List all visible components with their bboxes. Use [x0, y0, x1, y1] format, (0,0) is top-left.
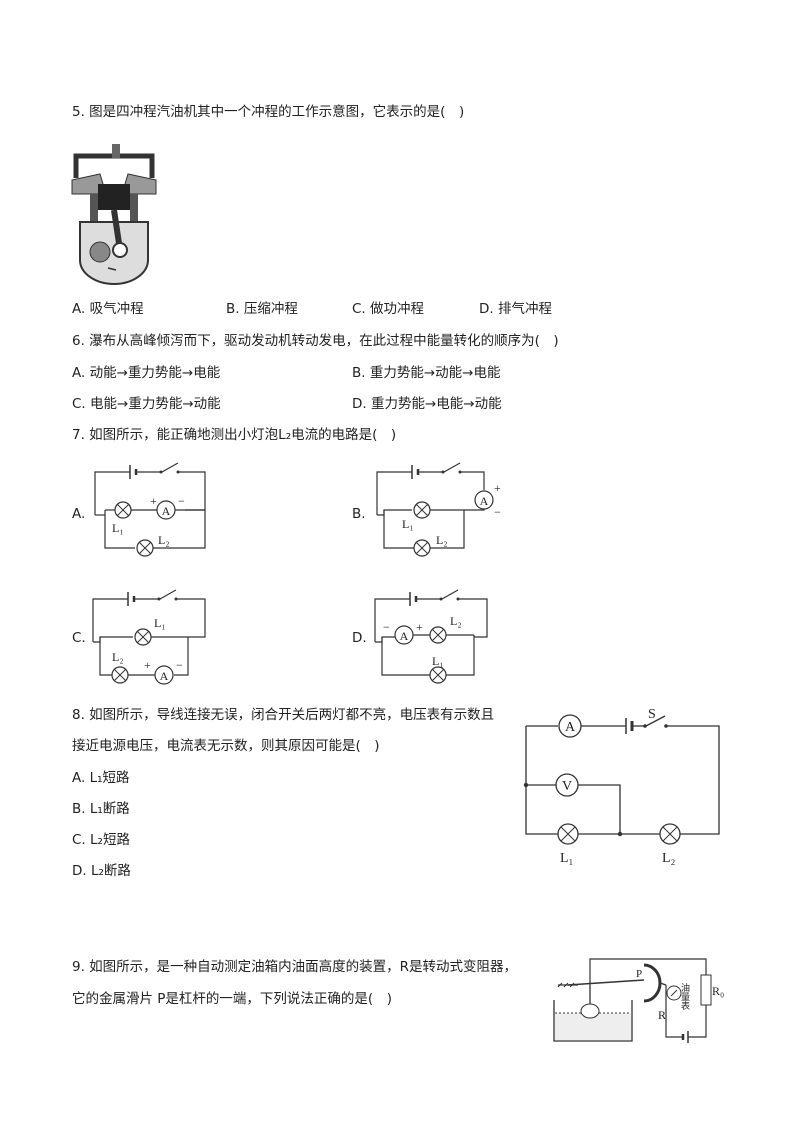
q7-option-b[interactable]: B. — [352, 506, 366, 522]
l1-label: L₁ — [112, 521, 124, 535]
minus-sign: − — [178, 494, 185, 508]
fuel-gauge-diagram: P R R₀ 油量表 — [553, 958, 724, 1043]
q9-stem-line2: 它的金属滑片 P是杠杆的一端，下列说法正确的是( ) — [72, 991, 392, 1007]
ammeter-label: A — [162, 504, 171, 518]
ammeter-label: A — [480, 494, 489, 508]
l2-label: L₂ — [450, 614, 462, 628]
q7-circuit-d: A − + L₂ L₁ — [374, 589, 488, 684]
l1-label: L₁ — [402, 517, 414, 531]
q7-circuit-a: A + − L₁ L₂ — [94, 462, 206, 557]
q7-stem: 7. 如图所示，能正确地测出小灯泡L₂电流的电路是( ) — [72, 427, 397, 443]
l2-label: L₂ — [158, 533, 170, 547]
l2-label: L₂ — [436, 533, 448, 547]
voltmeter-label: V — [562, 779, 572, 794]
l2-label: L₂ — [662, 851, 676, 866]
l2-label: L₂ — [112, 650, 124, 664]
q5-option-c[interactable]: C. 做功冲程 — [352, 301, 425, 317]
q8-option-d[interactable]: D. L₂断路 — [72, 863, 131, 879]
minus-sign: − — [176, 658, 183, 672]
q5-option-b[interactable]: B. 压缩冲程 — [226, 301, 298, 317]
q6-option-a[interactable]: A. 动能→重力势能→电能 — [72, 365, 221, 381]
plus-sign: + — [416, 620, 423, 634]
l1-label: L₁ — [560, 851, 573, 866]
q7-option-c[interactable]: C. — [72, 630, 86, 646]
minus-sign: − — [494, 505, 501, 519]
q7-circuit-b: A + − L₁ L₂ — [376, 462, 501, 557]
switch-label: S — [648, 707, 656, 722]
r-label: R — [658, 1008, 666, 1022]
plus-sign: + — [144, 658, 151, 672]
q7-option-a[interactable]: A. — [72, 506, 86, 522]
q5-option-a[interactable]: A. 吸气冲程 — [72, 301, 144, 317]
q8-option-b[interactable]: B. L₁断路 — [72, 801, 130, 817]
r0-label: R₀ — [712, 984, 724, 998]
q6-option-d[interactable]: D. 重力势能→电能→动能 — [352, 396, 502, 412]
q6-option-b[interactable]: B. 重力势能→动能→电能 — [352, 365, 501, 381]
gauge-label: 油量表 — [680, 982, 690, 1011]
l1-label: L₁ — [432, 654, 444, 668]
q6-option-c[interactable]: C. 电能→重力势能→动能 — [72, 396, 221, 412]
l1-label: L₁ — [154, 616, 166, 630]
p-label: P — [636, 968, 642, 980]
plus-sign: + — [494, 481, 501, 495]
q6-stem: 6. 瀑布从高峰倾泻而下，驱动发动机转动发电，在此过程中能量转化的顺序为( ) — [72, 333, 559, 349]
q8-option-a[interactable]: A. L₁短路 — [72, 770, 130, 786]
q5-stem: 5. 图是四冲程汽油机其中一个冲程的工作示意图，它表示的是( ) — [72, 104, 465, 120]
q8-option-c[interactable]: C. L₂短路 — [72, 832, 130, 848]
engine-diagram — [71, 144, 157, 285]
q8-stem-line1: 8. 如图所示，导线连接无误，闭合开关后两灯都不亮，电压表有示数且 — [72, 707, 495, 723]
q9-stem-line1: 9. 如图所示，是一种自动测定油箱内油面高度的装置，R是转动式变阻器， — [72, 959, 518, 975]
q7-circuit-c: A + − L₁ L₂ — [92, 589, 206, 685]
ammeter-label: A — [565, 720, 576, 735]
plus-sign: + — [150, 494, 157, 508]
ammeter-label: A — [400, 629, 409, 643]
ammeter-label: A — [160, 669, 169, 683]
q7-option-d[interactable]: D. — [352, 630, 367, 646]
q5-option-d[interactable]: D. 排气冲程 — [479, 301, 552, 317]
q8-stem-line2: 接近电源电压，电流表无示数，则其原因可能是( ) — [72, 738, 380, 754]
minus-sign: − — [383, 620, 390, 634]
q8-circuit: A S V L₁ L₂ — [523, 707, 720, 866]
